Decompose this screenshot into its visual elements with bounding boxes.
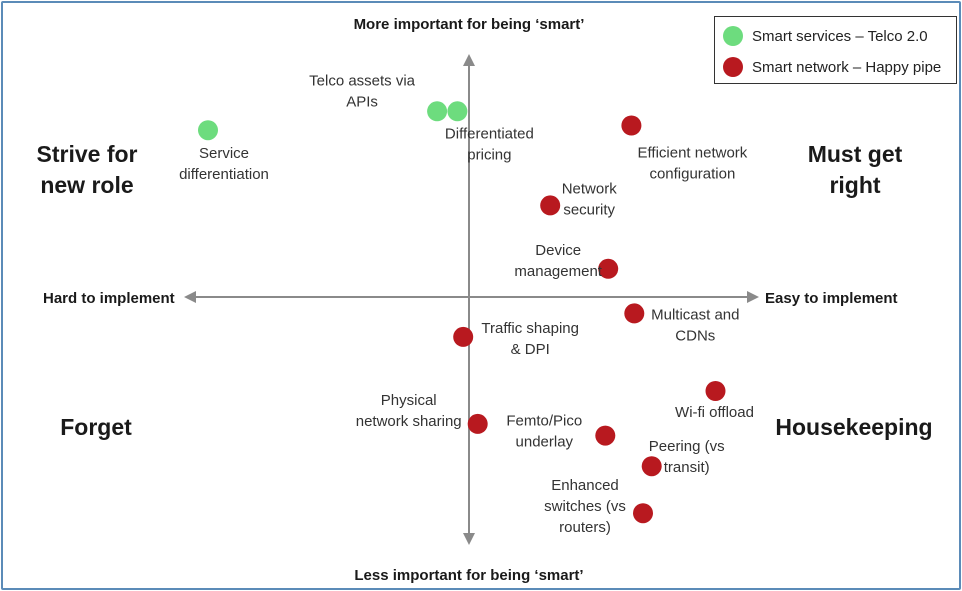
data-label: Enhanced switches (vs routers) — [544, 477, 626, 536]
data-label-line: Telco assets via — [309, 72, 416, 89]
data-label: Network security — [562, 180, 618, 218]
legend-marker-red — [723, 57, 743, 77]
data-label-line: Differentiated — [445, 125, 534, 142]
legend-label: Smart network – Happy pipe — [752, 58, 942, 76]
data-point — [624, 303, 645, 324]
data-label-line: pricing — [467, 146, 511, 163]
data-point — [540, 195, 561, 216]
quadrant-label-line: new role — [40, 172, 133, 198]
data-point — [705, 381, 726, 401]
data-label-line: routers) — [559, 519, 611, 536]
data-label-line: Network — [562, 180, 618, 197]
data-label-line: Traffic shaping — [481, 320, 579, 337]
data-label-line: switches (vs — [544, 498, 626, 515]
axis-label-right: Easy to implement — [765, 290, 898, 307]
data-point — [467, 413, 488, 434]
data-point — [621, 115, 642, 136]
data-label: Differentiated pricing — [445, 125, 534, 163]
legend-item-smart-services: Smart services – Telco 2.0 — [723, 26, 928, 46]
data-label-line: APIs — [346, 93, 378, 110]
data-label: Femto/Pico underlay — [506, 413, 582, 451]
chart-legend: Smart services – Telco 2.0 Smart network… — [714, 16, 957, 84]
legend-marker-green — [723, 26, 743, 46]
legend-item-smart-network: Smart network – Happy pipe — [723, 57, 941, 77]
data-label-line: & DPI — [511, 341, 550, 358]
data-label-line: differentiation — [179, 166, 269, 183]
data-label: Peering (vs transit) — [649, 438, 725, 476]
data-label-line: Device — [535, 242, 581, 259]
data-label-line: Enhanced — [551, 477, 619, 494]
data-label-line: Peering (vs — [649, 438, 725, 455]
data-point — [633, 503, 653, 524]
data-point — [198, 120, 218, 141]
data-label-line: Physical — [381, 392, 437, 409]
data-label-line: Efficient network — [638, 145, 748, 162]
data-label-line: security — [563, 201, 615, 218]
data-label-line: underlay — [516, 434, 574, 451]
data-label-line: management — [514, 263, 602, 280]
data-label: Physical network sharing — [356, 392, 462, 430]
data-label-line: Multicast and — [651, 306, 739, 323]
data-point — [427, 101, 448, 122]
data-point — [453, 326, 474, 347]
data-label-line: configuration — [649, 166, 735, 183]
quadrant-label-bottom-left: Forget — [60, 414, 132, 440]
data-label-line: Service — [199, 145, 249, 162]
axis-label-bottom: Less important for being ‘smart’ — [354, 567, 583, 584]
data-label: Traffic shaping & DPI — [481, 320, 579, 358]
quadrant-label-line: right — [829, 172, 880, 198]
quadrant-label-bottom-right: Housekeeping — [775, 414, 932, 440]
data-point — [598, 258, 619, 279]
data-label-line: transit) — [664, 459, 710, 476]
quadrant-label-line: Strive for — [37, 141, 138, 167]
data-label: Wi-fi offload — [675, 404, 754, 421]
data-label: Device management — [514, 242, 602, 280]
data-point — [641, 456, 662, 477]
data-label-line: Femto/Pico — [506, 413, 582, 430]
data-label-line: network sharing — [356, 413, 462, 430]
quadrant-label-top-right: Must get right — [808, 141, 903, 198]
data-label: Service differentiation — [179, 145, 269, 183]
quadrant-label-line: Housekeeping — [775, 414, 932, 440]
data-point — [595, 425, 616, 446]
data-label-line: Wi-fi offload — [675, 404, 754, 421]
data-label-line: CDNs — [675, 327, 715, 344]
data-point — [447, 101, 468, 122]
data-label: Efficient network configuration — [638, 145, 748, 183]
quadrant-label-top-left: Strive for new role — [37, 141, 138, 198]
axis-label-top: More important for being ‘smart’ — [354, 16, 585, 33]
legend-label: Smart services – Telco 2.0 — [752, 27, 928, 45]
quadrant-label-line: Must get — [808, 141, 903, 167]
axis-label-left: Hard to implement — [43, 290, 175, 307]
quadrant-label-line: Forget — [60, 414, 132, 440]
